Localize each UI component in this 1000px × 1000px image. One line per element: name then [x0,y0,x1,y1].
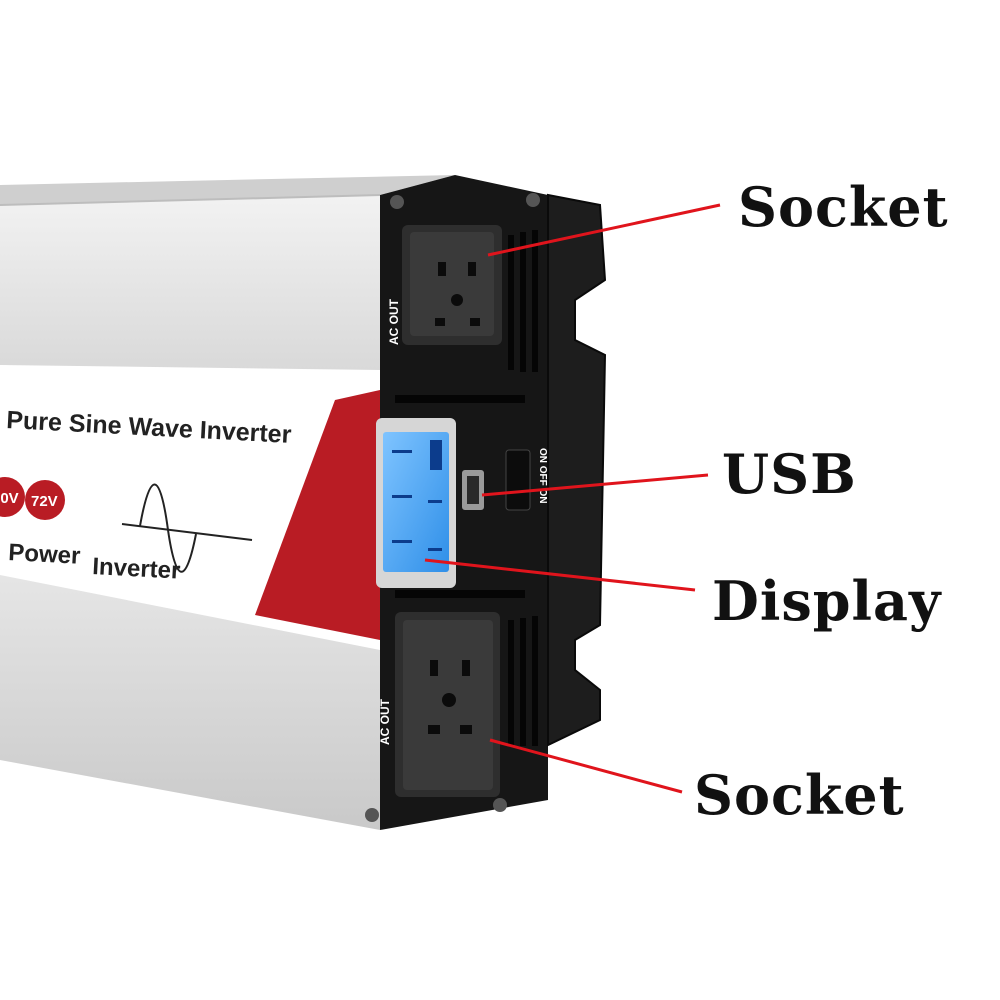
callout-lines [424,203,721,794]
callout-line-socket-bottom [489,738,683,794]
ac-out-label-bottom: AC OUT [378,698,392,745]
label-inverter: Inverter [92,553,181,585]
callout-line-socket-top [487,203,721,257]
vent-grille [395,230,538,746]
usb-port [462,470,484,510]
front-panel: AC OUT ON OFF ON [365,175,607,830]
ac-socket-top: AC OUT [387,225,502,345]
sine-wave-icon [121,483,253,573]
callout-display: Display [712,569,942,633]
svg-text:60V: 60V [0,490,19,507]
inverter-body [0,175,455,830]
switch-label: ON OFF ON [537,448,548,504]
power-switch: ON OFF ON [505,448,548,511]
callout-socket-top: Socket [738,175,949,239]
badge-60v: 60V [0,477,25,517]
product-label: Pure Sine Wave Inverter 60V 72V Power In… [0,365,380,650]
ac-socket-bottom: AC OUT [378,612,500,797]
badge-72v: 72V [25,480,65,520]
callout-line-usb [481,473,709,497]
callout-usb: USB [722,442,857,506]
callout-line-display [424,558,696,592]
lcd-display [376,418,456,588]
ac-out-label-top: AC OUT [387,298,401,345]
label-power: Power [8,539,81,570]
callout-socket-bottom: Socket [694,763,905,827]
svg-text:72V: 72V [31,493,58,510]
